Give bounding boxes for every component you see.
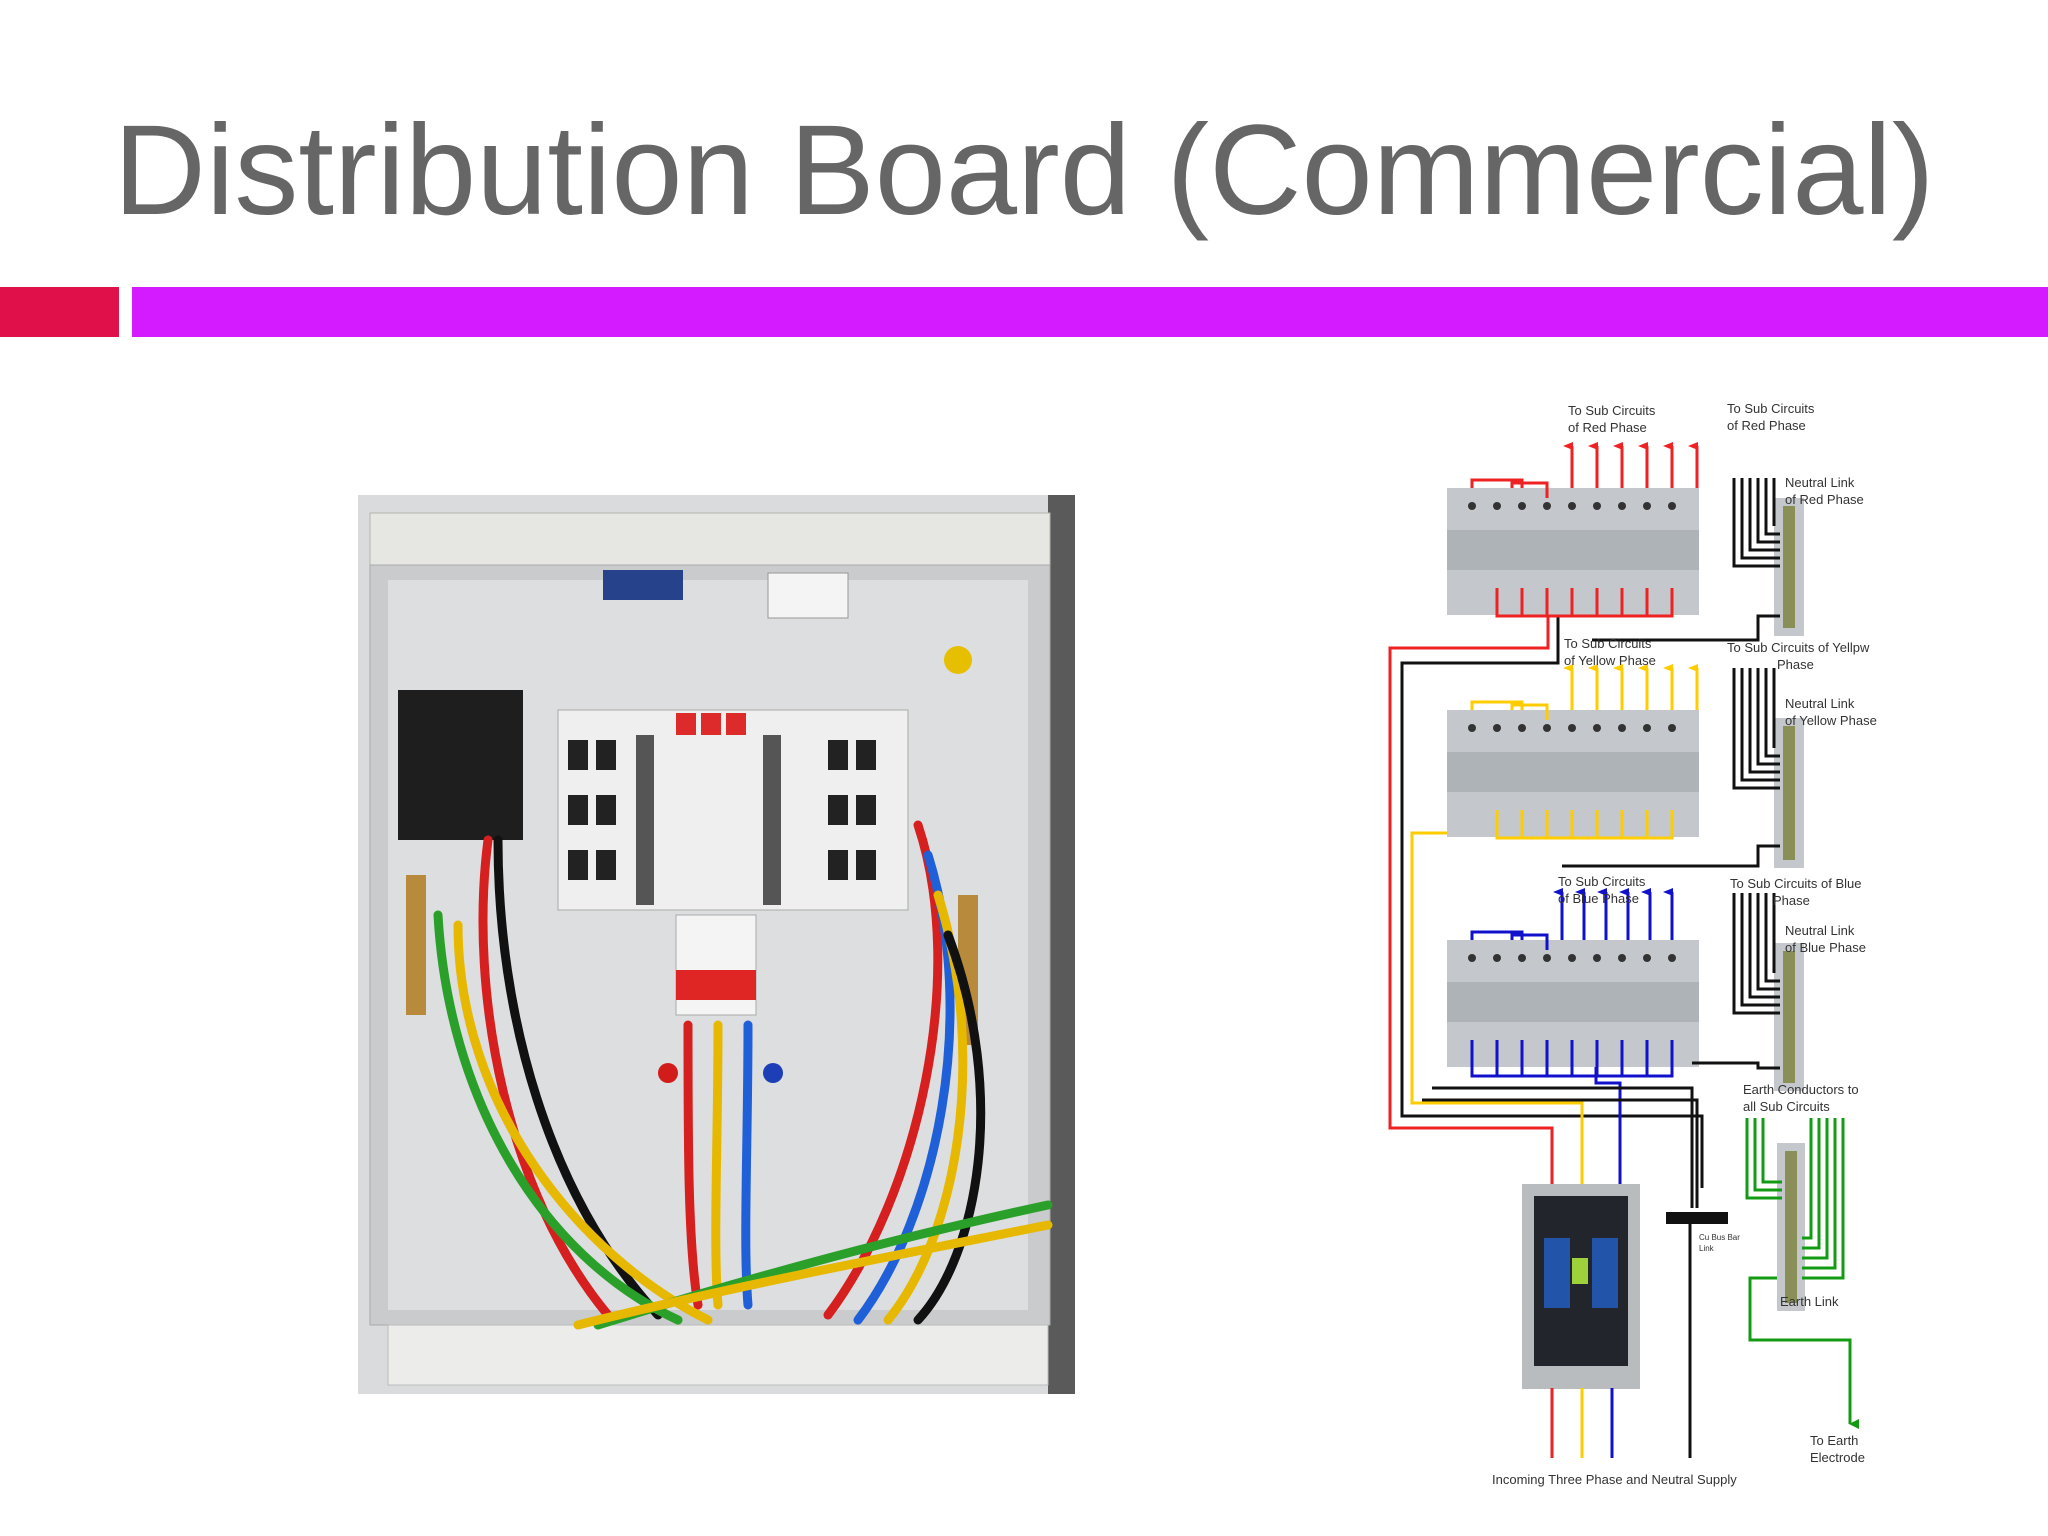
wiring-diagram: To Sub Circuits of Red Phase To Sub Circ… <box>1388 401 1877 1487</box>
blue-subcircuits-label-2a: To Sub Circuits of Blue <box>1730 876 1862 891</box>
accent-bar-magenta <box>132 287 2048 337</box>
earth-electrode-label-b: Electrode <box>1810 1450 1865 1465</box>
neutral-link-yellow-label-a: Neutral Link <box>1785 696 1855 711</box>
distribution-board-photo <box>358 495 1075 1394</box>
red-subcircuits-label-2a: To Sub Circuits <box>1727 401 1815 416</box>
yellow-subcircuits-label-1a: To Sub Circuits <box>1564 636 1652 651</box>
earth-link-label: Earth Link <box>1780 1294 1839 1309</box>
earth-electrode-label-a: To Earth <box>1810 1433 1858 1448</box>
blue-subcircuits-label-1b: of Blue Phase <box>1558 891 1639 906</box>
neutral-link-red-label-a: Neutral Link <box>1785 475 1855 490</box>
blue-subcircuits-label-2b: Phase <box>1773 893 1810 908</box>
yellow-subcircuits-label-2a: To Sub Circuits of Yellpw <box>1727 640 1870 655</box>
neutral-link-blue-label-b: of Blue Phase <box>1785 940 1866 955</box>
blue-subcircuits-label-1a: To Sub Circuits <box>1558 874 1646 889</box>
busbar-label-a: Cu Bus Bar <box>1699 1233 1740 1242</box>
yellow-subcircuits-label-2b: Phase <box>1777 657 1814 672</box>
neutral-link-red-label-b: of Red Phase <box>1785 492 1864 507</box>
slide-title: Distribution Board (Commercial) <box>113 99 1935 242</box>
red-subcircuits-label-1a: To Sub Circuits <box>1568 403 1656 418</box>
neutral-link-yellow-label-b: of Yellow Phase <box>1785 713 1877 728</box>
yellow-subcircuits-label-1b: of Yellow Phase <box>1564 653 1656 668</box>
busbar-label-b: Link <box>1699 1244 1715 1253</box>
earth-conductors-label-b: all Sub Circuits <box>1743 1099 1830 1114</box>
red-subcircuits-label-1b: of Red Phase <box>1568 420 1647 435</box>
neutral-link-blue-label-a: Neutral Link <box>1785 923 1855 938</box>
accent-bar-red <box>0 287 119 337</box>
incoming-supply-label: Incoming Three Phase and Neutral Supply <box>1492 1472 1737 1487</box>
red-subcircuits-label-2b: of Red Phase <box>1727 418 1806 433</box>
earth-conductors-label-a: Earth Conductors to <box>1743 1082 1859 1097</box>
